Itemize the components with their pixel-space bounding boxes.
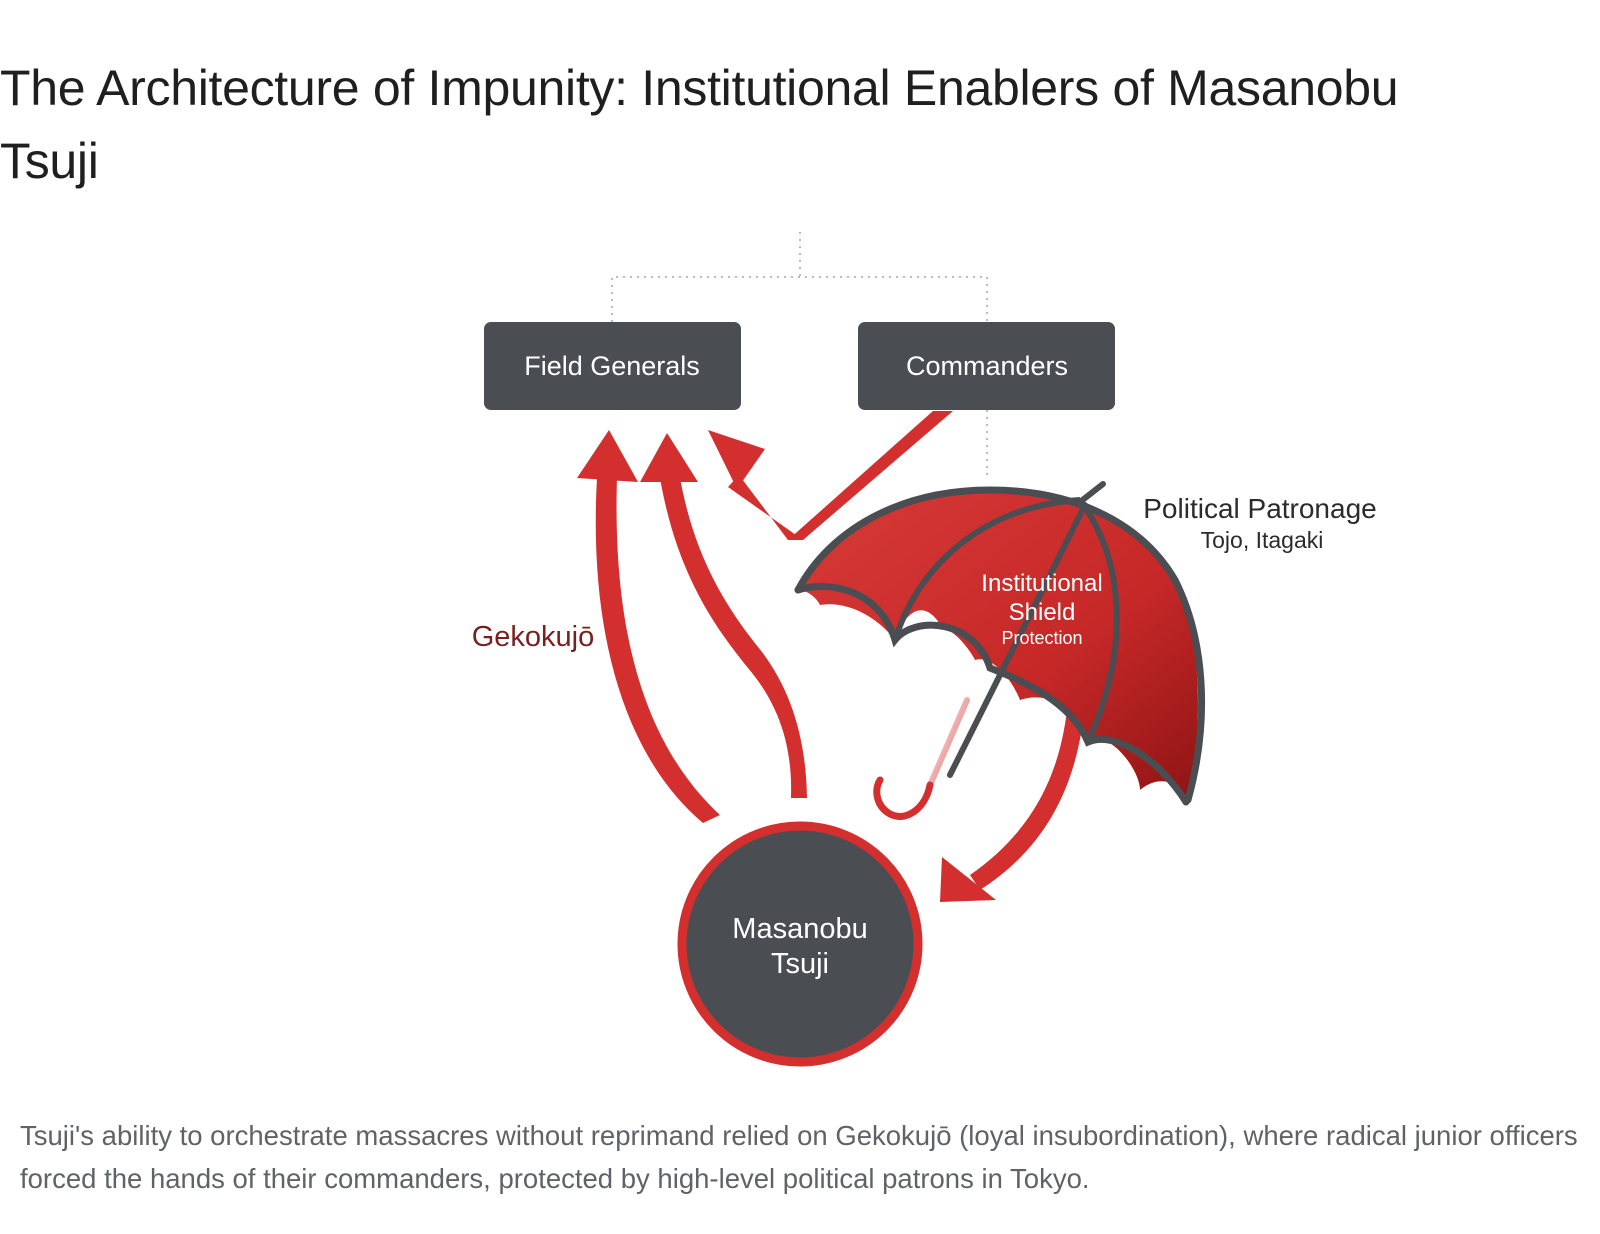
umbrella-edge <box>794 583 1190 806</box>
field-generals-box <box>484 322 741 410</box>
protection-arrow-shaft <box>970 700 1085 890</box>
diagram-figure: Field Generals Commanders Masanobu Tsuji… <box>0 220 1600 1100</box>
commanders-box <box>858 322 1115 410</box>
node-masanobu-tsuji: Masanobu Tsuji <box>677 821 923 1067</box>
protection-arrow-head <box>940 857 996 902</box>
commanders-arrow-down-segment <box>788 411 953 540</box>
node-field-generals: Field Generals <box>484 322 741 410</box>
diagram-svg: Field Generals Commanders Masanobu Tsuji… <box>472 232 1377 1067</box>
commanders-label: Commanders <box>906 351 1068 381</box>
figure-caption: Tsuji's ability to orchestrate massacres… <box>20 1120 1578 1194</box>
gekokujo-arrow-right-shaft <box>660 478 807 798</box>
gekokujo-arrow-left-shaft <box>595 478 720 823</box>
shield-label-line1: Institutional <box>981 570 1102 597</box>
umbrella-tip <box>1077 481 1106 505</box>
shield-sublabel: Protection <box>1001 628 1082 648</box>
connector-bracket <box>611 276 988 322</box>
umbrella-frame <box>794 486 1206 804</box>
hierarchy-connectors <box>611 232 988 478</box>
patronage-names: Tojo, Itagaki <box>1201 527 1324 553</box>
gekokujo-label: Gekokujō <box>472 621 595 653</box>
umbrella-handle-stem <box>927 697 970 788</box>
patronage-title: Political Patronage <box>1143 493 1376 524</box>
gekokujo-arrow-right-head <box>640 433 698 482</box>
gekokujo-arrow-left-head <box>577 430 638 482</box>
protection-arrow <box>940 700 1085 902</box>
field-generals-label: Field Generals <box>524 351 700 381</box>
umbrella-handle-hook <box>873 776 934 820</box>
tsuji-circle <box>677 821 923 1067</box>
commanders-arrow <box>708 411 953 540</box>
gekokujo-arrows <box>577 430 807 823</box>
umbrella-rib-1 <box>892 497 1081 641</box>
tsuji-label-line2: Tsuji <box>771 948 829 980</box>
umbrella-rib-2 <box>1077 498 1120 744</box>
page-title: The Architecture of Impunity: Institutio… <box>0 60 1399 189</box>
shield-label-line2: Shield <box>1009 599 1076 626</box>
tsuji-label-line1: Masanobu <box>732 913 867 945</box>
umbrella-shaft <box>947 502 1088 778</box>
umbrella-icon <box>794 481 1206 820</box>
commanders-arrow-up-segment <box>728 475 803 540</box>
commanders-arrow-head <box>708 430 765 489</box>
node-commanders: Commanders <box>858 322 1115 410</box>
